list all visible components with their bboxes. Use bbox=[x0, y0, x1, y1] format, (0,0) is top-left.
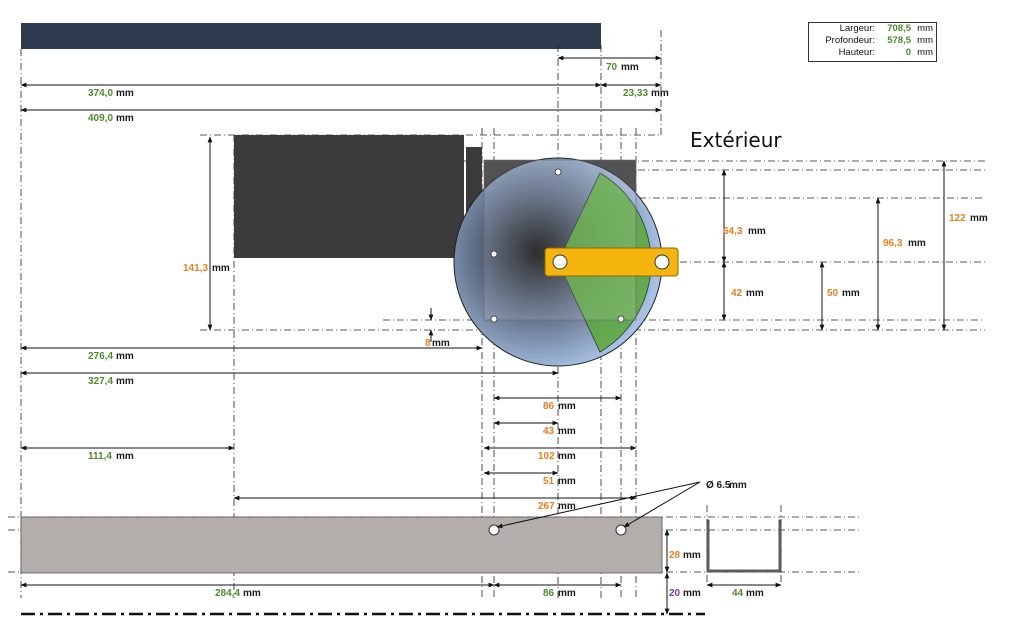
info-row-height: Hauteur: 0 mm bbox=[809, 47, 936, 59]
dim-2844-value: 284,4 bbox=[215, 588, 240, 599]
mounting-hole-right bbox=[615, 524, 627, 536]
dim-122-value: 122 bbox=[949, 213, 966, 224]
dim-28-value: 28 bbox=[669, 550, 681, 561]
dim-1413-unit: mm bbox=[212, 263, 230, 274]
info-value: 0 bbox=[905, 47, 911, 58]
dim-3274-unit: mm bbox=[116, 376, 134, 387]
dim-44-value: 44 bbox=[732, 588, 744, 599]
dim-1114-unit: mm bbox=[116, 451, 134, 462]
disc-screws bbox=[490, 168, 625, 323]
dim-1114-value: 111,4 bbox=[88, 451, 112, 462]
hole-diameter-value: Ø 6.5 bbox=[706, 480, 731, 491]
hole-leader-lines bbox=[496, 481, 701, 529]
dim-102-unit: mm bbox=[558, 451, 576, 462]
info-unit: mm bbox=[917, 47, 933, 58]
yellow-arm bbox=[544, 247, 679, 277]
info-value: 708,5 bbox=[887, 23, 911, 34]
dim-44-unit: mm bbox=[746, 588, 764, 599]
dim-42-unit: mm bbox=[746, 288, 764, 299]
dim-643-value: 64,3 bbox=[723, 226, 743, 237]
dim-8-unit: mm bbox=[432, 338, 450, 349]
dimensions-info-box: Largeur: 708,5 mm Profondeur: 578,5 mm H… bbox=[808, 22, 937, 62]
hole-diameter-unit: mm bbox=[729, 480, 747, 491]
dim-50-value: 50 bbox=[827, 288, 839, 299]
dim-20-unit: mm bbox=[683, 588, 701, 599]
dim-643-unit: mm bbox=[748, 226, 766, 237]
dim-102-value: 102 bbox=[538, 451, 555, 462]
dim-86b-value: 86 bbox=[543, 588, 555, 599]
dim-42-value: 42 bbox=[731, 288, 743, 299]
dim-409-unit: mm bbox=[116, 113, 134, 124]
dim-267-unit: mm bbox=[558, 501, 576, 512]
info-row-width: Largeur: 708,5 mm bbox=[809, 23, 936, 35]
info-label: Profondeur: bbox=[825, 35, 875, 46]
u-channel-profile bbox=[706, 519, 782, 573]
dim-70-value: 70 bbox=[606, 62, 618, 73]
dim-70-unit: mm bbox=[621, 62, 639, 73]
motor-block bbox=[234, 135, 464, 258]
info-label: Largeur: bbox=[839, 23, 875, 34]
base-plate bbox=[20, 516, 663, 574]
arm-hole-right bbox=[654, 254, 670, 270]
dim-963-unit: mm bbox=[908, 238, 926, 249]
dim-20-value: 20 bbox=[669, 588, 681, 599]
dim-3274-value: 327,4 bbox=[88, 376, 113, 387]
dim-2844-unit: mm bbox=[243, 588, 261, 599]
dim-2764-value: 276,4 bbox=[88, 351, 113, 362]
dim-267-value: 267 bbox=[538, 501, 555, 512]
dim-86a-value: 86 bbox=[543, 401, 555, 412]
dim-2333-value: 23,33 bbox=[623, 88, 648, 99]
info-label: Hauteur: bbox=[838, 47, 875, 58]
dim-43-value: 43 bbox=[543, 426, 555, 437]
dim-51-unit: mm bbox=[558, 476, 576, 487]
dim-43-unit: mm bbox=[558, 426, 576, 437]
dim-86a-unit: mm bbox=[558, 401, 576, 412]
info-row-depth: Profondeur: 578,5 mm bbox=[809, 35, 936, 47]
arm-hole-left bbox=[552, 254, 568, 270]
translucent-plate bbox=[483, 159, 637, 321]
dim-2764-unit: mm bbox=[116, 351, 134, 362]
dim-122-unit: mm bbox=[970, 213, 988, 224]
top-bar bbox=[21, 23, 601, 49]
dim-2333-unit: mm bbox=[651, 88, 669, 99]
dim-1413-value: 141,3 bbox=[183, 263, 208, 274]
dim-374-unit: mm bbox=[116, 88, 134, 99]
dimension-arrows bbox=[20, 55, 947, 615]
dim-51-value: 51 bbox=[543, 476, 555, 487]
dim-86b-unit: mm bbox=[558, 588, 576, 599]
page-title: Extérieur bbox=[690, 128, 782, 152]
dim-374-value: 374,0 bbox=[88, 88, 113, 99]
dim-28-unit: mm bbox=[683, 550, 701, 561]
dim-8-value: 8 bbox=[425, 338, 431, 349]
dim-50-unit: mm bbox=[842, 288, 860, 299]
dim-963-value: 96,3 bbox=[883, 238, 903, 249]
info-unit: mm bbox=[917, 23, 933, 34]
dim-409-value: 409,0 bbox=[88, 113, 113, 124]
info-unit: mm bbox=[917, 35, 933, 46]
info-value: 578,5 bbox=[887, 35, 911, 46]
